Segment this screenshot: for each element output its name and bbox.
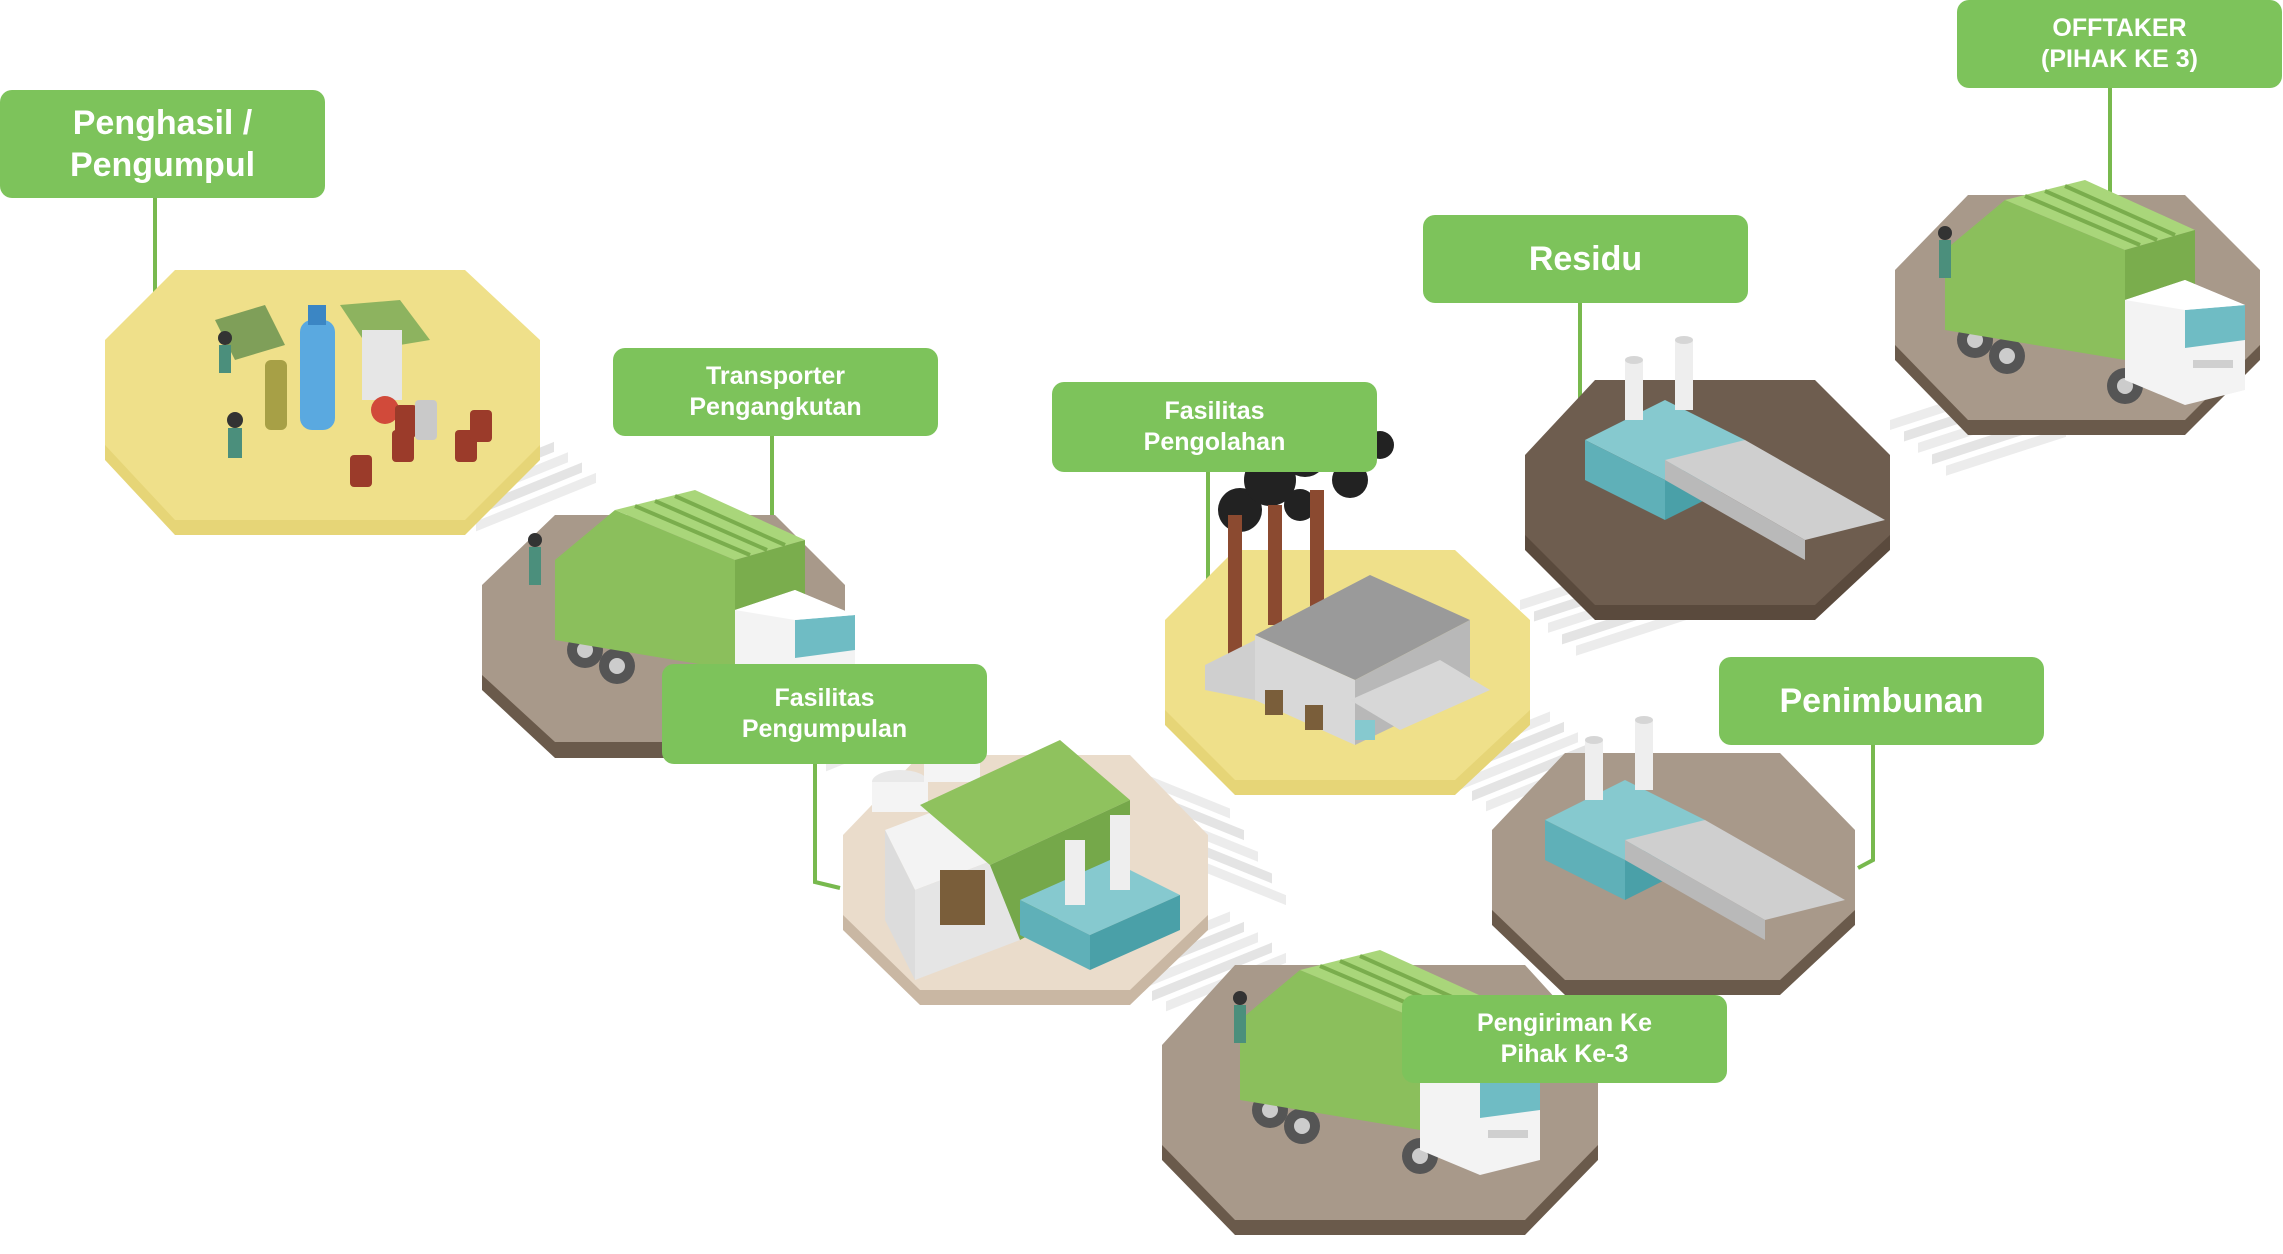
label-third-party-shipping: Pengiriman Ke Pihak Ke-3 <box>1402 995 1727 1083</box>
platform-third-party-shipping <box>1162 948 1598 1235</box>
platform-processing <box>1165 393 1530 795</box>
label-collection: Fasilitas Pengumpulan <box>662 664 987 764</box>
platform-landfill <box>1492 716 1855 995</box>
label-offtaker: OFFTAKER (PIHAK KE 3) <box>1957 0 2282 88</box>
connector-lines <box>153 86 2112 1202</box>
platform-offtaker <box>1895 178 2260 435</box>
label-landfill: Penimbunan <box>1719 657 2044 745</box>
label-transporter: Transporter Pengangkutan <box>613 348 938 436</box>
platform-collection <box>843 740 1208 1005</box>
platform-residue <box>1525 336 1890 620</box>
label-residue: Residu <box>1423 215 1748 303</box>
platform-generator <box>105 270 540 535</box>
label-generator: Penghasil / Pengumpul <box>0 90 325 198</box>
label-processing: Fasilitas Pengolahan <box>1052 382 1377 472</box>
